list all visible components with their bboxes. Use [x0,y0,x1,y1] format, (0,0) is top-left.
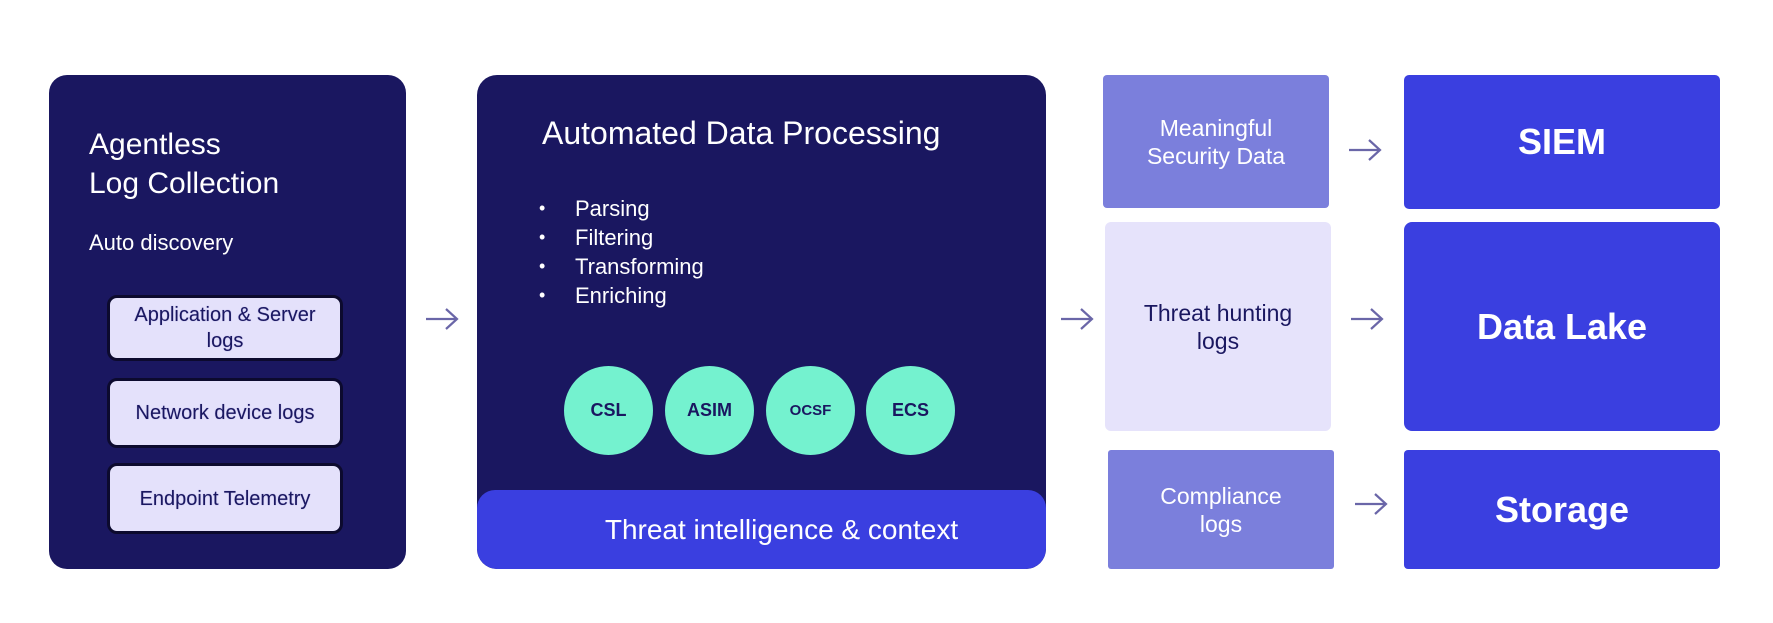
processing-step: Transforming [539,252,704,281]
arrow-right-icon [1060,307,1094,331]
arrow-right-icon [425,307,459,331]
processing-step: Filtering [539,223,704,252]
schema-badge-ocsf: OCSF [766,366,855,455]
arrow-right-icon [1354,492,1388,516]
data-processing-panel: Automated Data Processing Parsing Filter… [477,75,1046,569]
source-endpoint-telemetry: Endpoint Telemetry [107,463,343,534]
processing-step: Enriching [539,281,704,310]
threat-intelligence-bar: Threat intelligence & context [477,490,1046,569]
data-processing-title: Automated Data Processing [542,115,941,151]
meaningful-security-data-box: Meaningful Security Data [1103,75,1329,208]
schema-badge-ecs: ECS [866,366,955,455]
source-application-server-logs: Application & Server logs [107,295,343,361]
auto-discovery-label: Auto discovery [89,230,234,255]
arrow-right-icon [1350,307,1384,331]
threat-hunting-logs-box: Threat hunting logs [1105,222,1331,431]
storage-destination: Storage [1404,450,1720,569]
source-network-device-logs: Network device logs [107,378,343,448]
data-lake-destination: Data Lake [1404,222,1720,431]
compliance-logs-box: Compliance logs [1108,450,1334,569]
schema-badge-asim: ASIM [665,366,754,455]
processing-steps-list: Parsing Filtering Transforming Enriching [539,194,704,310]
arrow-right-icon [1348,138,1382,162]
schema-badge-csl: CSL [564,366,653,455]
log-collection-title: Agentless Log Collection [89,128,280,200]
log-collection-panel: Agentless Log Collection Auto discovery … [49,75,406,569]
processing-step: Parsing [539,194,704,223]
siem-destination: SIEM [1404,75,1720,209]
